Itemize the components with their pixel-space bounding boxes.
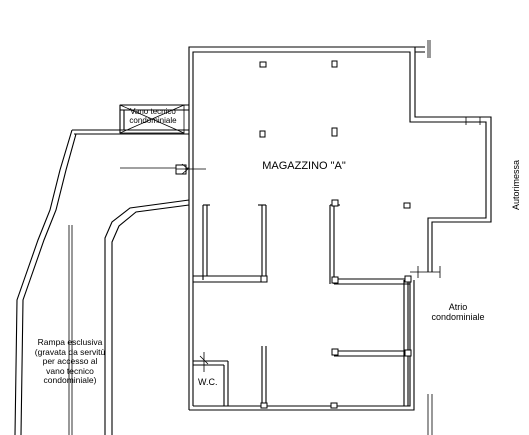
atrio-door [410, 266, 441, 435]
atrio-line2: condominiale [431, 312, 485, 323]
interior-partitions [193, 204, 410, 406]
entrance-arrow [175, 163, 206, 175]
room-label-magazzino: MAGAZZINO "A" [262, 160, 346, 172]
vano-tecnico-line1: Vano tecnico [130, 107, 176, 116]
rampa-line2: (gravata da servitù [34, 346, 106, 357]
rampa-line5: condominiale) [43, 375, 97, 386]
autorimessa-label: Autorimessa [511, 159, 521, 210]
rampa-line3: per accesso al [42, 356, 98, 367]
rampa-label: Rampa esclusiva (gravata da servitù per … [34, 337, 106, 386]
wc-label: W.C. [198, 377, 218, 387]
vano-tecnico-label: Vano tecnico condominiale [129, 107, 177, 126]
rampa-walls [14, 129, 190, 435]
outer-walls [188, 40, 492, 411]
rampa-line1: Rampa esclusiva [37, 337, 103, 347]
atrio-label: Atrio condominiale [431, 302, 484, 322]
atrio-line1: Atrio [448, 302, 468, 312]
vano-tecnico [119, 104, 189, 134]
rampa-line4: vano tecnico [46, 365, 94, 376]
columns [259, 60, 412, 409]
vano-tecnico-line2: condominiale [129, 115, 177, 125]
